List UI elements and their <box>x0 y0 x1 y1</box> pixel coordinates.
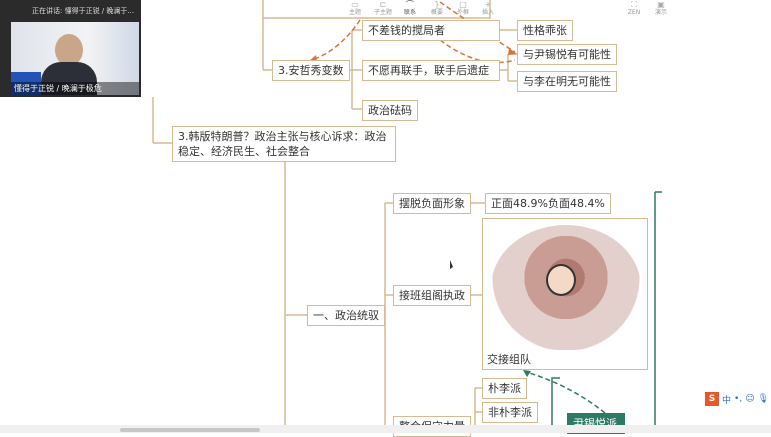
horizontal-scrollbar-track <box>0 425 771 433</box>
summary-icon: } <box>434 0 440 9</box>
horizontal-scrollbar[interactable] <box>120 428 260 432</box>
mouse-cursor <box>450 260 453 269</box>
toolbar-boundary[interactable]: □外框 <box>450 0 476 16</box>
microphone-icon[interactable]: 🎙 <box>757 394 770 404</box>
subtopic-icon: ⊏ <box>379 0 387 9</box>
node-li-impossible[interactable]: 与李在明无可能性 <box>517 71 617 92</box>
zen-icon: ⛶ <box>631 0 637 9</box>
node-jieban[interactable]: 接班组阁执政 <box>393 285 471 306</box>
node-hanban[interactable]: 3.韩版特朗普？政治主张与核心诉求：政治稳定、经济民生、社会整合 <box>172 126 396 162</box>
toolbar-relation[interactable]: ⌒联系 <box>397 0 423 16</box>
speaking-indicator: 正在讲话: 懂得于正锐 / 晚澜于... <box>32 7 135 15</box>
present-icon: ▣ <box>657 0 665 9</box>
node-feipuli[interactable]: 非朴李派 <box>482 402 538 423</box>
video-panel: 正在讲话: 懂得于正锐 / 晚澜于... 懂得于正锐 / 晚澜于极危 <box>0 0 141 97</box>
node-yin-possible[interactable]: 与尹锡悦有可能性 <box>517 44 617 65</box>
toolbar-subtopic[interactable]: ⊏子主题 <box>370 0 396 16</box>
node-pulipai[interactable]: 朴李派 <box>482 378 527 399</box>
toolbar-zen[interactable]: ⛶ZEN <box>621 0 647 16</box>
node-poll[interactable]: 正面48.9%负面48.4% <box>485 193 611 214</box>
toolbar-insert[interactable]: +插入 <box>475 0 501 16</box>
node-buyuan[interactable]: 不愿再联手，联手后遗症 <box>362 60 500 81</box>
node-buchaqian[interactable]: 不差钱的搅局者 <box>362 20 500 41</box>
node-jiaojie: 交接组队 <box>487 353 531 366</box>
node-baituo[interactable]: 摆脱负面形象 <box>393 193 471 214</box>
speaker-caption: 懂得于正锐 / 晚澜于极危 <box>11 82 139 95</box>
node-fama[interactable]: 政治砝码 <box>362 100 418 121</box>
topic-icon: ▭ <box>351 0 359 9</box>
relation-icon: ⌒ <box>406 0 414 9</box>
boundary-icon: □ <box>459 0 467 9</box>
node-xingge[interactable]: 性格乖张 <box>517 20 573 41</box>
toolbar-summary[interactable]: }概要 <box>424 0 450 16</box>
node-anzhexiu[interactable]: 3.安哲秀变数 <box>272 60 350 81</box>
toolbar-topic[interactable]: ▭主题 <box>342 0 368 16</box>
node-zhengzhi[interactable]: 一、政治统驭 <box>307 305 385 326</box>
ime-mode[interactable]: 中 <box>722 395 732 406</box>
punctuation-icon[interactable]: •, <box>734 394 743 404</box>
node-cabinet-image[interactable]: 交接组队 <box>482 218 648 370</box>
speaker-video <box>11 22 139 95</box>
toolbar-present[interactable]: ▣演示 <box>648 0 674 16</box>
emoji-icon[interactable]: ☺ <box>745 394 755 404</box>
sogou-ime-toolbar[interactable]: S 中 •, ☺ 🎙 <box>705 392 771 406</box>
insert-icon: + <box>484 0 492 9</box>
sogou-ime-icon: S <box>705 392 719 406</box>
